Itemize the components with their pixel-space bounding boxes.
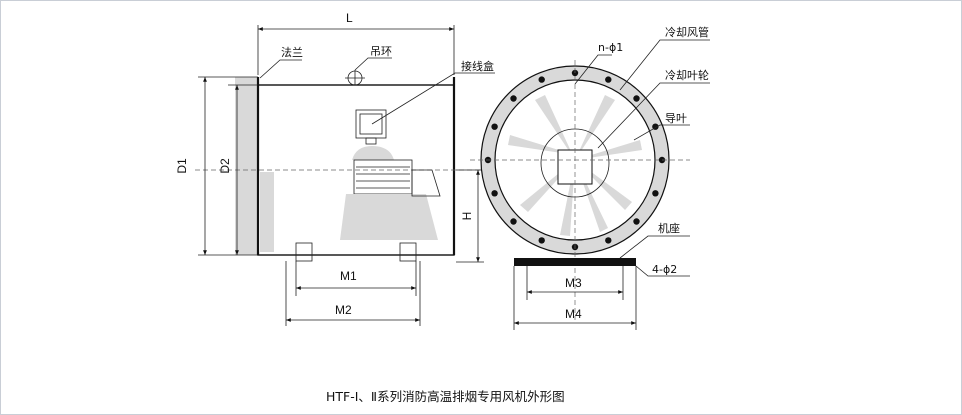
label-d2: D2: [218, 158, 232, 174]
label-holes-4: 4-ϕ2: [652, 263, 677, 276]
bolt-hole: [633, 218, 640, 225]
label-m2: M2: [335, 303, 352, 317]
bolt-hole: [652, 190, 659, 197]
bolt-hole: [510, 218, 517, 225]
bolt-hole: [491, 123, 498, 130]
bolt-hole: [538, 76, 545, 83]
front-view: [470, 39, 710, 330]
bolt-hole: [605, 76, 612, 83]
foot-left: [295, 242, 313, 262]
label-m3: M3: [565, 276, 582, 290]
lifting-ring-shape: [345, 70, 365, 86]
leader-holes-4: [635, 265, 690, 277]
label-m4: M4: [565, 307, 582, 321]
leader-holes-n: [574, 54, 612, 85]
leader-cooling-duct: [619, 39, 710, 91]
label-l: L: [346, 11, 353, 25]
label-holes-n: n-ϕ1: [598, 41, 623, 54]
label-base: 机座: [658, 221, 680, 235]
label-flange: 法兰: [281, 45, 303, 59]
bolt-hole: [633, 95, 640, 102]
bolt-holes: [484, 69, 666, 251]
figure-caption: HTF-Ⅰ、Ⅱ系列消防高温排烟专用风机外形图: [326, 389, 565, 404]
bolt-hole: [491, 190, 498, 197]
motor-shape: [260, 146, 441, 252]
label-d1: D1: [175, 158, 189, 174]
bolt-hole: [510, 95, 517, 102]
label-cooling-impeller: 冷却叶轮: [665, 68, 709, 82]
label-cooling-duct: 冷却风管: [665, 25, 709, 39]
leader-flange: [259, 59, 302, 79]
label-m1: M1: [340, 269, 357, 283]
label-guide-vane: 导叶: [665, 112, 687, 125]
leader-junction-box: [371, 72, 495, 125]
label-junction-box: 接线盒: [461, 59, 494, 73]
leader-base: [619, 235, 690, 259]
leader-cooling-impeller: [597, 82, 710, 149]
leader-lifting-ring: [354, 57, 392, 71]
flange-left-shade: [235, 77, 258, 255]
side-view: [195, 25, 495, 326]
label-h: H: [460, 212, 474, 221]
base-plate: [514, 258, 636, 266]
foot-right: [399, 242, 417, 262]
label-lifting-ring: 吊环: [370, 45, 392, 58]
bolt-hole: [605, 237, 612, 244]
leader-guide-vane: [633, 124, 690, 141]
bolt-hole: [538, 237, 545, 244]
